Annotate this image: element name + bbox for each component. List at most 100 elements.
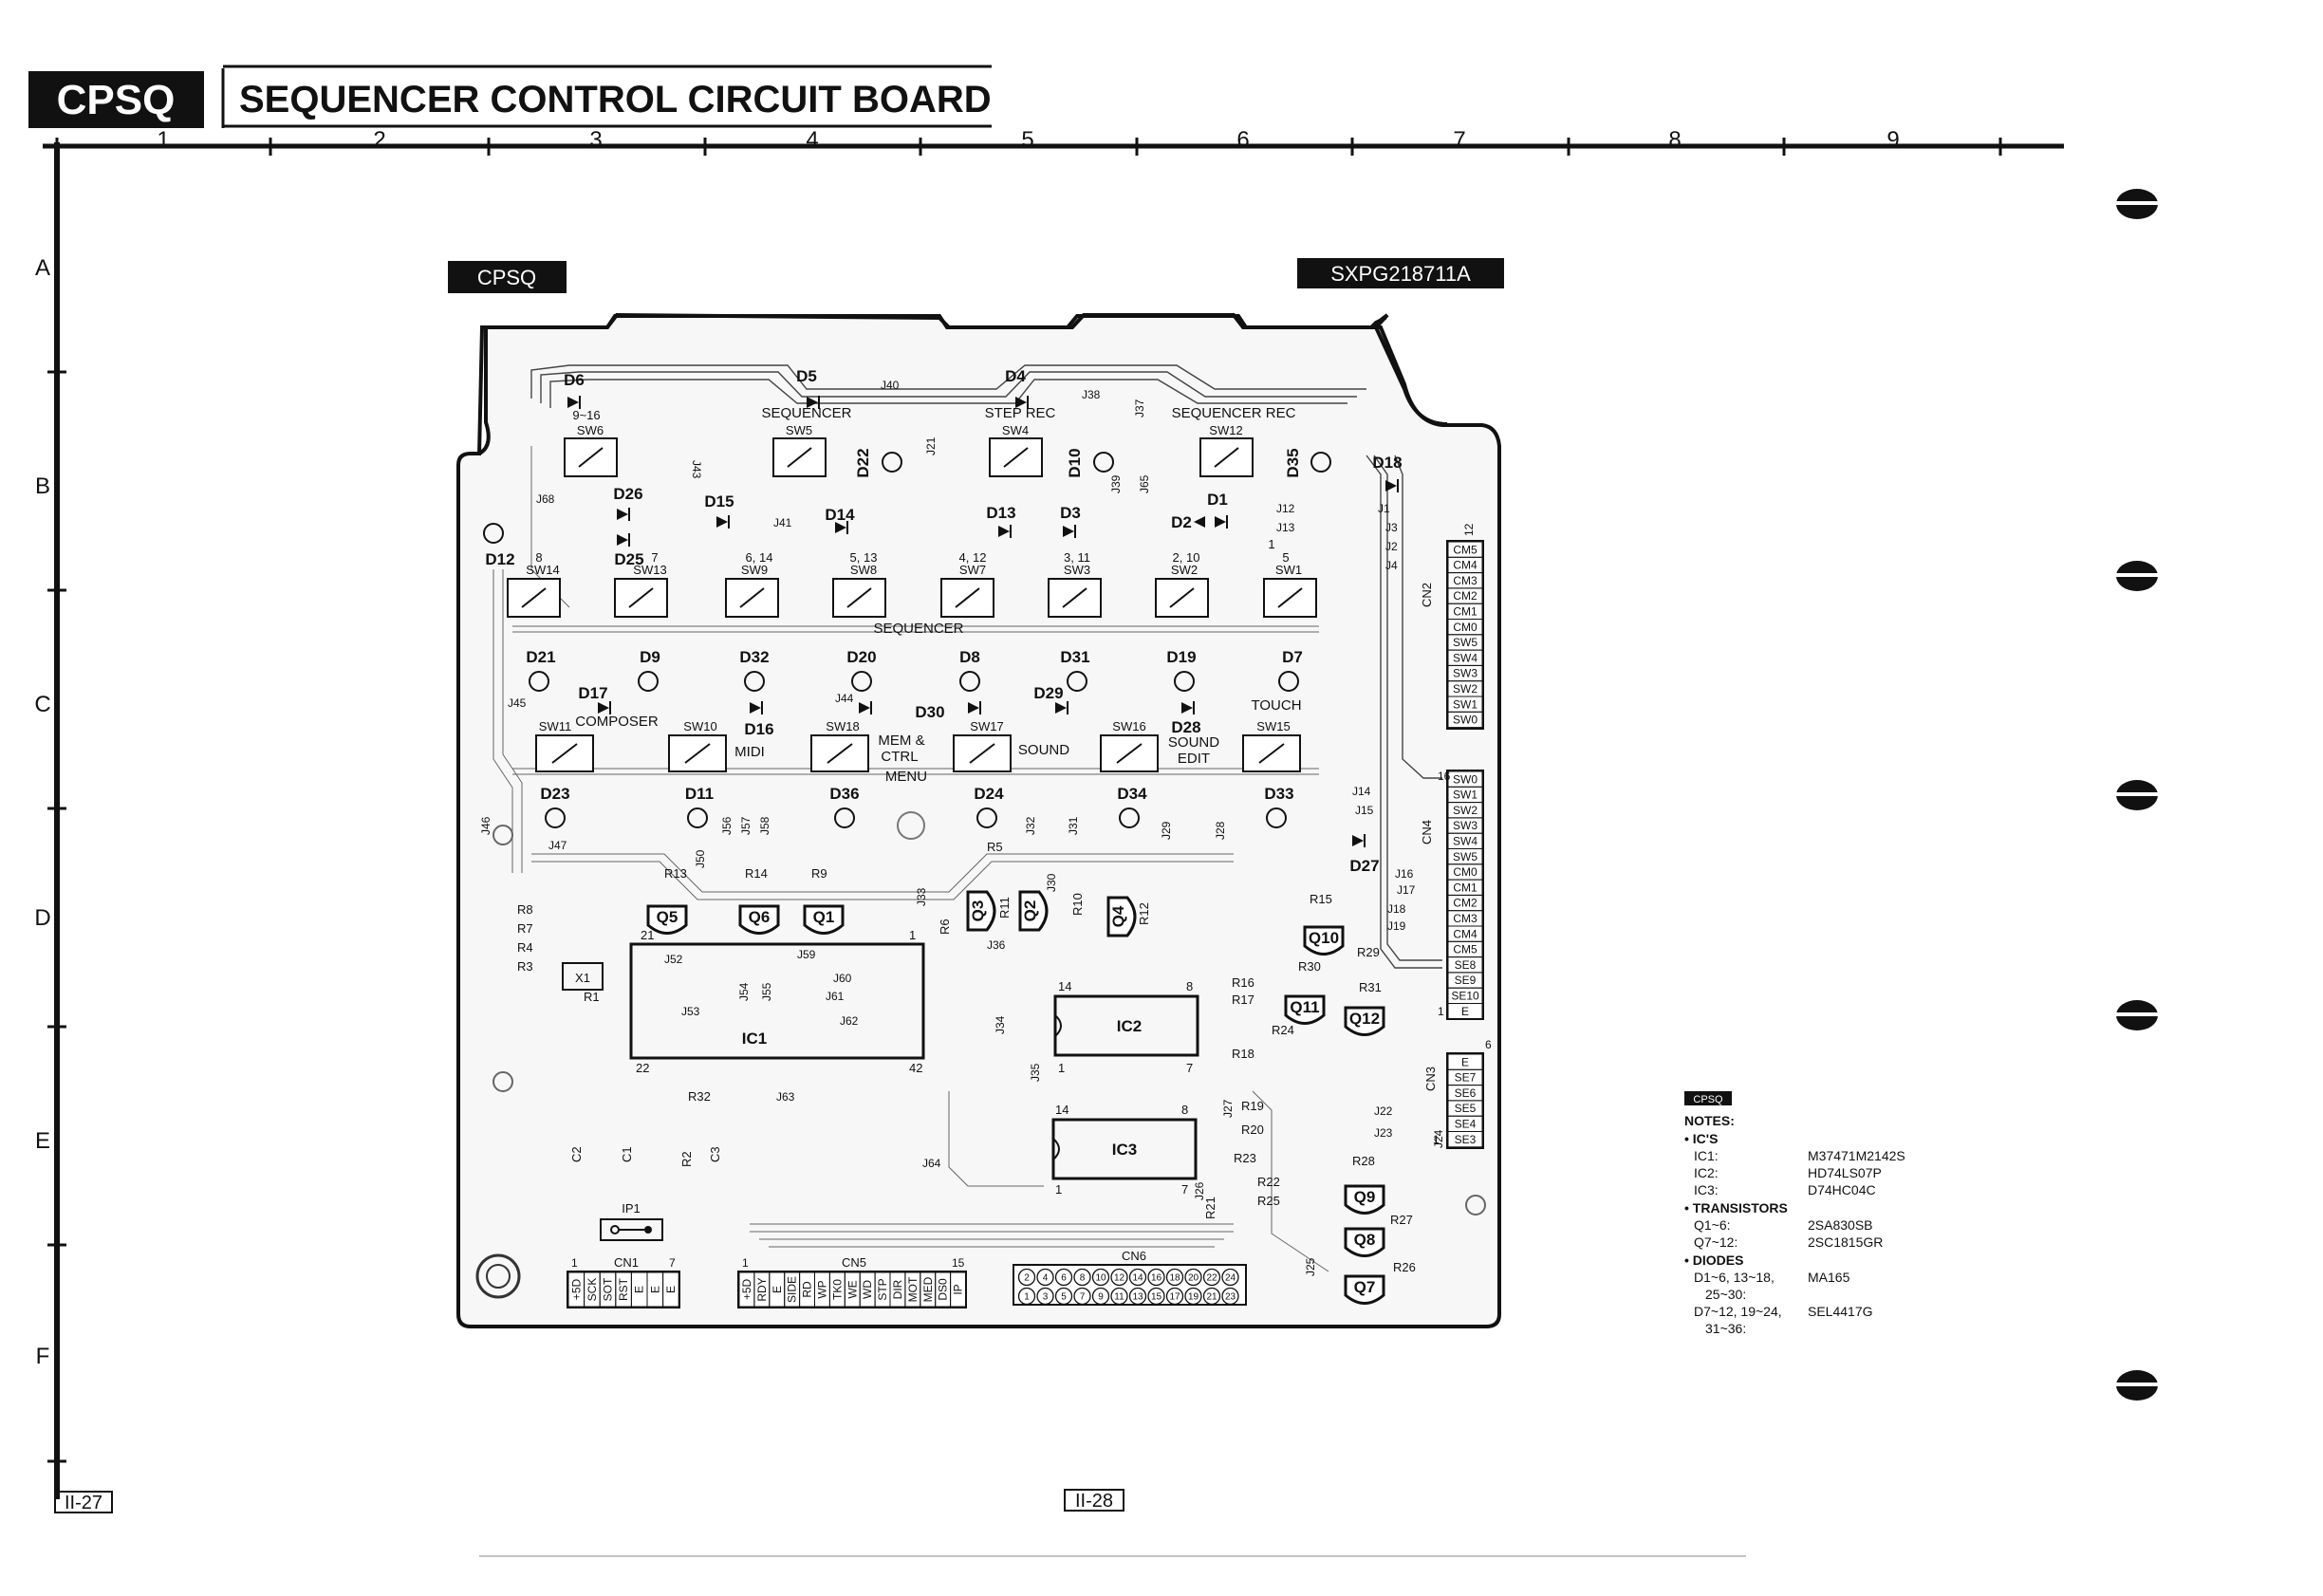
label-sequencer-rec: SEQUENCER REC [1172,405,1296,421]
switch-label: SW10 [683,719,716,733]
connector-pin-label: STP [876,1278,889,1300]
transistor-q9-label: Q9 [1354,1188,1376,1206]
resistor-r20: R20 [1241,1123,1264,1137]
connector-pin-box [1447,711,1483,729]
connector-pad [1017,1268,1036,1287]
connector-pin-label: CM4 [1453,559,1477,572]
connector-pin-box [662,1271,679,1308]
pad-number: 5 [1282,550,1289,565]
connector-pad [1221,1287,1239,1306]
diode-d31: D31 [1060,648,1089,666]
connector-pad-label: 18 [1169,1273,1180,1284]
connector-cn5-end: 15 [952,1256,965,1270]
crystal-label: X1 [575,971,590,985]
jumper-label: J24 [1432,1129,1445,1148]
ic3-label: IC3 [1112,1141,1137,1159]
transistor-q10-label: Q10 [1309,929,1339,947]
transistor-q8 [1344,1227,1385,1257]
connector-pin-label: CM1 [1453,605,1477,619]
grid-col-4: 4 [806,127,818,153]
connector-pin-label: SW4 [1453,651,1477,664]
transistor-q3-label: Q3 [969,900,987,922]
connector-pad-label: 10 [1095,1273,1106,1284]
notes-part: 2SC1815GR [1808,1234,1883,1250]
switch-sw11 [535,734,594,772]
connector-pad [1036,1287,1054,1306]
jumper-label: J26 [1193,1181,1206,1200]
diode-d9: D9 [640,648,660,666]
jumper-label: J14 [1352,785,1371,798]
diode-d36: D36 [829,785,859,803]
label-touch: TOUCH [1251,697,1301,714]
resistor-r26: R26 [1393,1260,1416,1274]
connector-pin-label: TK0 [830,1279,844,1300]
transistor-q7-label: Q7 [1354,1278,1376,1296]
connector-pad-label: 15 [1151,1292,1162,1303]
jumper-label: J19 [1387,919,1406,933]
jumper-label: J54 [737,982,751,1001]
diode-d4: D4 [1005,367,1026,385]
jumper-label: J62 [840,1014,859,1028]
copper-traces [492,364,1442,1272]
resistor-r15: R15 [1310,892,1332,906]
connector-pin-label: SIDE [786,1276,799,1303]
jumper-label: J16 [1395,867,1414,881]
jumper-label: J30 [1045,873,1058,892]
notes-ref: D7~12, 19~24, [1694,1304,1782,1319]
page-header: CPSQ SEQUENCER CONTROL CIRCUIT BOARD [28,65,992,128]
resistor-r19: R19 [1241,1099,1264,1113]
diode-d23: D23 [540,785,569,803]
resistor-r22: R22 [1257,1175,1280,1189]
jumper-label: J28 [1214,821,1227,840]
jumper-label: J43 [690,460,703,479]
diode-d28: D28 [1171,718,1200,736]
jumper-label: J63 [776,1090,795,1104]
switch-label: SW3 [1064,563,1090,577]
transistor-q12 [1344,1006,1385,1036]
jumper-label: J3 [1385,521,1398,534]
board-part-number: SXPG218711A [1330,262,1471,286]
switch-label: SW17 [970,719,1003,733]
diode-d18: D18 [1372,454,1402,472]
diode-d8: D8 [959,648,980,666]
pad-number: 7 [651,550,658,565]
connector-pin-label: SE5 [1455,1102,1477,1115]
connector-pad [1128,1287,1147,1306]
diode-d20: D20 [846,648,876,666]
connector-pad [1165,1287,1184,1306]
connector-pad [1054,1268,1073,1287]
grid-col-8: 8 [1668,127,1681,153]
grid-col-5: 5 [1021,127,1033,153]
jumper-label: J45 [508,696,527,710]
resistor-r29: R29 [1357,945,1380,959]
connector-pin-label: CM3 [1453,912,1477,925]
label-step-rec: STEP REC [985,405,1056,421]
resistor-r32: R32 [688,1089,711,1104]
crystal-x1 [562,962,604,991]
connector-pin-label: MED [921,1276,935,1302]
jumper-label: J27 [1221,1099,1235,1118]
connector-pad-label: 16 [1151,1273,1162,1284]
jumper-label: J57 [739,816,753,835]
connector-pad-label: 5 [1061,1292,1067,1303]
ic2-pin: 8 [1186,979,1193,993]
jumper-label: J53 [681,1005,700,1018]
ic1-pin: 22 [636,1061,649,1075]
ic1-body [629,942,925,1060]
connector-pad-label: 23 [1225,1292,1236,1303]
connector-pad-label: 7 [1080,1292,1086,1303]
connector-pad [1036,1268,1054,1287]
grid-col-1: 1 [157,127,169,153]
resistor-r6: R6 [938,919,952,935]
connector-cn5-label: CN5 [842,1255,866,1270]
diode-d24: D24 [974,785,1004,803]
connector-pin-label: SE10 [1451,990,1479,1003]
connector-pin-label: RST [617,1277,630,1301]
jumper-label: J17 [1397,883,1416,897]
ic1-pin: 21 [641,928,654,942]
notes-part: HD74LS07P [1808,1165,1882,1180]
jumper-label: J58 [758,816,771,835]
diode-d33: D33 [1264,785,1293,803]
grid-row-c: C [34,692,50,717]
